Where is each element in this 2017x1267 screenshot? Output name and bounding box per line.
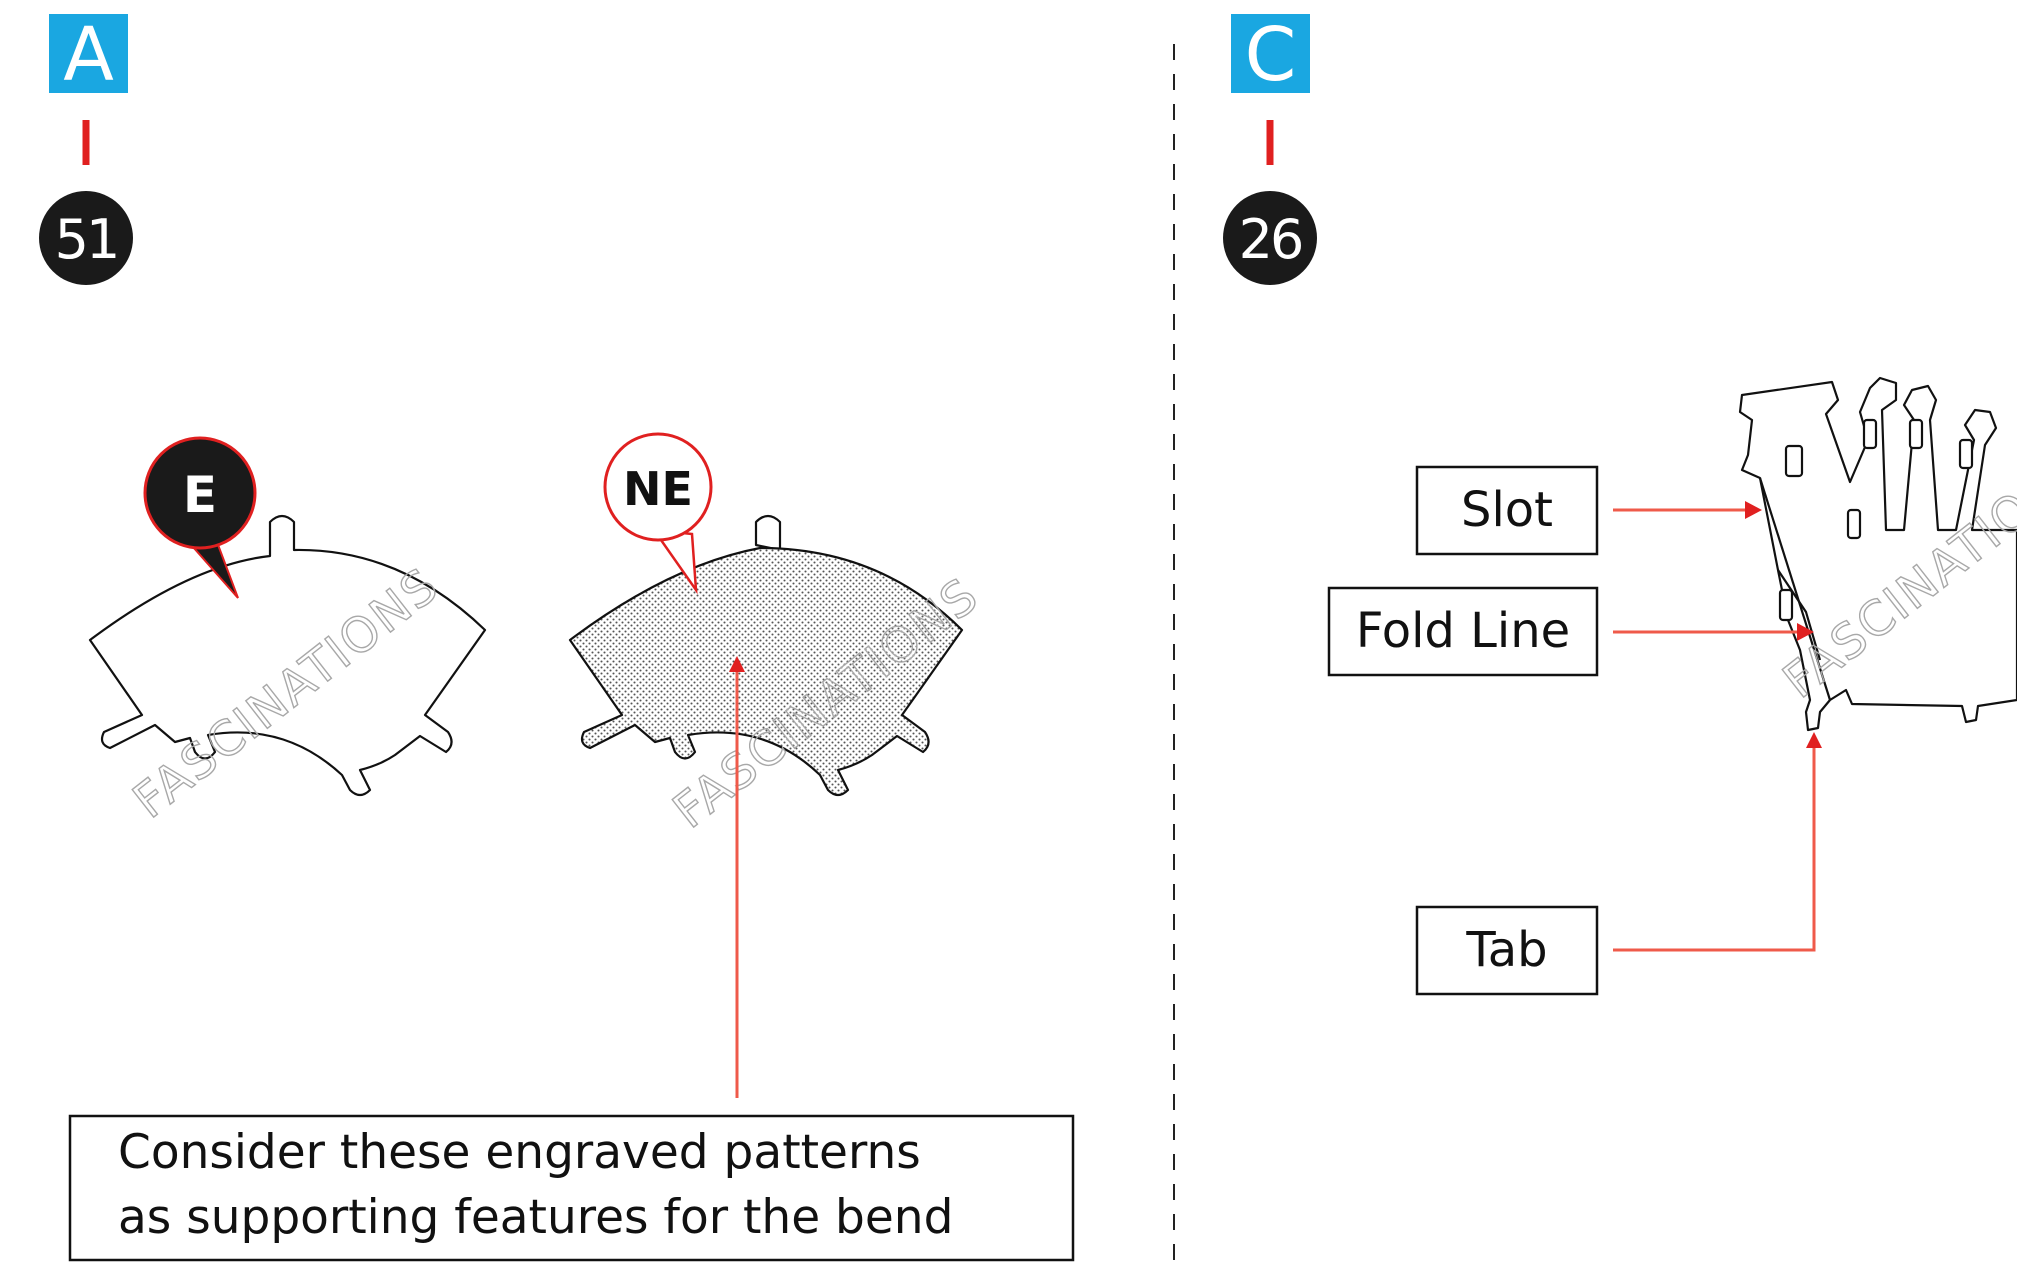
part-number-51: 51	[55, 208, 118, 271]
label-slot: Slot	[1461, 482, 1553, 538]
step-badge-a	[49, 14, 128, 93]
callout-e-label: E	[183, 466, 217, 524]
part-number-26: 26	[1239, 208, 1302, 271]
step-letter-c: C	[1245, 12, 1297, 98]
hand-piece	[1738, 376, 2017, 732]
leader-tab-arrowhead	[1806, 732, 1822, 748]
callout-ne-label: NE	[623, 462, 693, 516]
step-badge-c	[1231, 14, 1310, 93]
note-leader-arrowhead	[729, 656, 745, 672]
note-line-1: Consider these engraved patterns	[118, 1125, 921, 1180]
label-fold-line: Fold Line	[1356, 603, 1570, 659]
engraved-piece	[88, 514, 487, 797]
leader-fold-line-arrowhead	[1797, 623, 1814, 641]
right-panel: C 26 FASCINATIONS Slot Fold Line Tab	[1223, 12, 2017, 996]
note-line-2: as supporting features for the bend	[118, 1190, 953, 1245]
leader-tab	[1613, 745, 1816, 952]
note-box	[68, 1114, 1075, 1262]
label-box-fold-line	[1327, 586, 1599, 677]
label-box-tab	[1415, 905, 1599, 996]
callout-e: E	[143, 436, 257, 599]
step-letter-a: A	[63, 12, 114, 98]
label-box-slot	[1415, 465, 1599, 556]
leader-slot-arrowhead	[1745, 501, 1762, 519]
part-number-badge-26	[1223, 191, 1317, 285]
label-tab: Tab	[1465, 922, 1547, 978]
left-panel: A 51 E FASCINATIONS NE FASCINATIONS	[39, 12, 1075, 1262]
not-engraved-piece	[568, 514, 964, 797]
part-number-badge-51	[39, 191, 133, 285]
callout-ne: NE	[603, 432, 713, 595]
